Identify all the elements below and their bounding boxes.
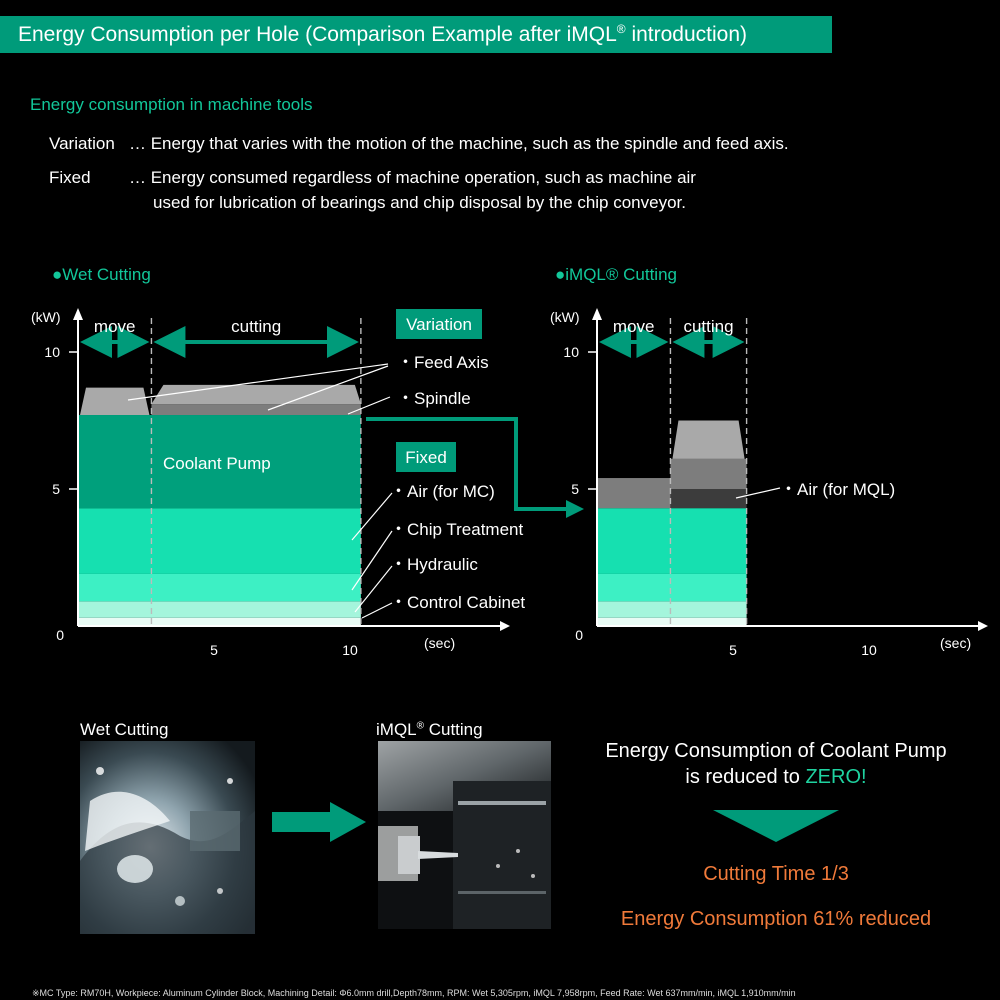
energy-reduction-result: Energy Consumption 61% reduced	[620, 908, 932, 930]
chip-treatment-label: ・Chip Treatment	[390, 520, 523, 539]
wet-x-axis-arrow	[500, 621, 510, 631]
zero-highlight: ZERO!	[805, 766, 867, 788]
wet-layer-chip-treatment	[78, 573, 361, 602]
wet-photo-label: Wet Cutting	[80, 720, 169, 739]
energy-subhead: Energy consumption in machine tools	[30, 95, 313, 114]
wet-x-axis-label: (sec)	[424, 635, 455, 651]
air-mc-label: ・Air (for MC)	[390, 482, 495, 501]
imql-phase-label-cutting: cutting	[683, 317, 733, 336]
imql-x-tick-label-10: 10	[861, 642, 877, 658]
coolant-pump-label: Coolant Pump	[163, 454, 271, 473]
imql-layer-hydraulic	[597, 601, 747, 618]
hydraulic-label: ・Hydraulic	[390, 555, 478, 574]
imql-layer-air-for-mc	[597, 508, 747, 574]
wet-x-tick-label-10: 10	[342, 642, 358, 658]
imql-layer-control-cabinet	[597, 617, 747, 626]
page-title: Energy Consumption per Hole (Comparison …	[18, 22, 748, 46]
comparison-arrow-head	[566, 500, 584, 518]
air-mql-label: ・Air (for MQL)	[780, 480, 895, 499]
wet-y-axis-arrow	[73, 308, 83, 320]
imql-photo-label: iMQL® Cutting	[376, 720, 483, 739]
wet-cutting-photo	[80, 741, 255, 934]
imql-x-axis-label: (sec)	[940, 635, 971, 651]
wet-x-tick-label-5: 5	[210, 642, 218, 658]
imql-phase-label-move: move	[613, 317, 655, 336]
wet-layer-control-cabinet	[78, 617, 361, 626]
charts-svg: ●Wet Cutting move cutting 0 5 10 5 10 (kW) (se…	[31, 265, 988, 658]
wet-phase-label-move: move	[94, 317, 136, 336]
wet-layer-air-for-mc	[78, 508, 361, 574]
fixed-definition-line-1: … Energy consumed regardless of machine …	[129, 168, 696, 187]
wet-phase-label-cutting: cutting	[231, 317, 281, 336]
air-mql-leader	[735, 487, 781, 499]
imql-x-axis-arrow	[978, 621, 988, 631]
result-line-2: is reduced to ZERO!	[685, 766, 867, 788]
wet-y-axis-label: (kW)	[31, 309, 61, 325]
imql-x-tick-label-5: 5	[729, 642, 737, 658]
imql-y-axis-arrow	[592, 308, 602, 320]
wet-feed-axis-segment-0	[80, 387, 150, 416]
variation-definition: … Energy that varies with the motion of …	[129, 134, 789, 153]
wet-leader-lines	[127, 363, 393, 619]
fixed-term: Fixed	[49, 168, 91, 187]
imql-layer-chip-treatment	[597, 573, 747, 602]
imql-y-tick-label-5: 5	[571, 481, 579, 497]
imql-air-mql-segment-1	[670, 489, 747, 509]
wet-y-tick-label-5: 5	[52, 481, 60, 497]
variation-badge-label: Variation	[406, 315, 472, 334]
fixed-definition-line-2: used for lubrication of bearings and chi…	[153, 193, 686, 212]
imql-spindle-segment-1	[670, 458, 747, 489]
imql-chart-axes: move cutting 0 5 10 5 10	[563, 308, 988, 658]
photo-arrow-shaft	[272, 812, 332, 832]
variation-term: Variation	[49, 134, 115, 153]
imql-chart-title: ●iMQL® Cutting	[555, 265, 677, 284]
control-cabinet-label: ・Control Cabinet	[390, 593, 525, 612]
imql-chart-layers	[597, 420, 747, 626]
photo-arrow-head	[330, 802, 366, 842]
footnote: ※MC Type: RM70H, Workpiece: Aluminum Cyl…	[32, 988, 796, 998]
imql-feed-axis-segment-1	[672, 420, 745, 459]
fixed-badge	[396, 442, 456, 472]
result-down-arrow	[713, 810, 839, 842]
wet-layer-hydraulic	[78, 601, 361, 618]
comparison-arrow-line	[366, 417, 570, 511]
imql-y-tick-label-0: 0	[575, 627, 583, 643]
feed-axis-label: ・Feed Axis	[397, 353, 489, 372]
wet-spindle-segment-1	[151, 404, 361, 416]
wet-chart-title: ●Wet Cutting	[52, 265, 151, 284]
wet-y-tick-label-10: 10	[44, 344, 60, 360]
spindle-label: ・Spindle	[397, 389, 471, 408]
wet-chart-layers	[78, 384, 361, 626]
imql-cutting-photo	[378, 741, 551, 929]
imql-y-tick-label-10: 10	[563, 344, 579, 360]
title-bar	[0, 16, 832, 53]
cutting-time-result: Cutting Time 1/3	[703, 863, 849, 885]
wet-y-tick-label-0: 0	[56, 627, 64, 643]
wet-chart-axes: move cutting 0 5 10 5 10	[44, 308, 510, 658]
result-line-1: Energy Consumption of Coolant Pump	[605, 740, 947, 762]
wet-layer-coolant-pump	[78, 415, 361, 509]
imql-spindle-segment-0	[597, 478, 671, 509]
imql-y-axis-label: (kW)	[550, 309, 580, 325]
variation-badge	[396, 309, 482, 339]
fixed-badge-label: Fixed	[405, 448, 447, 467]
